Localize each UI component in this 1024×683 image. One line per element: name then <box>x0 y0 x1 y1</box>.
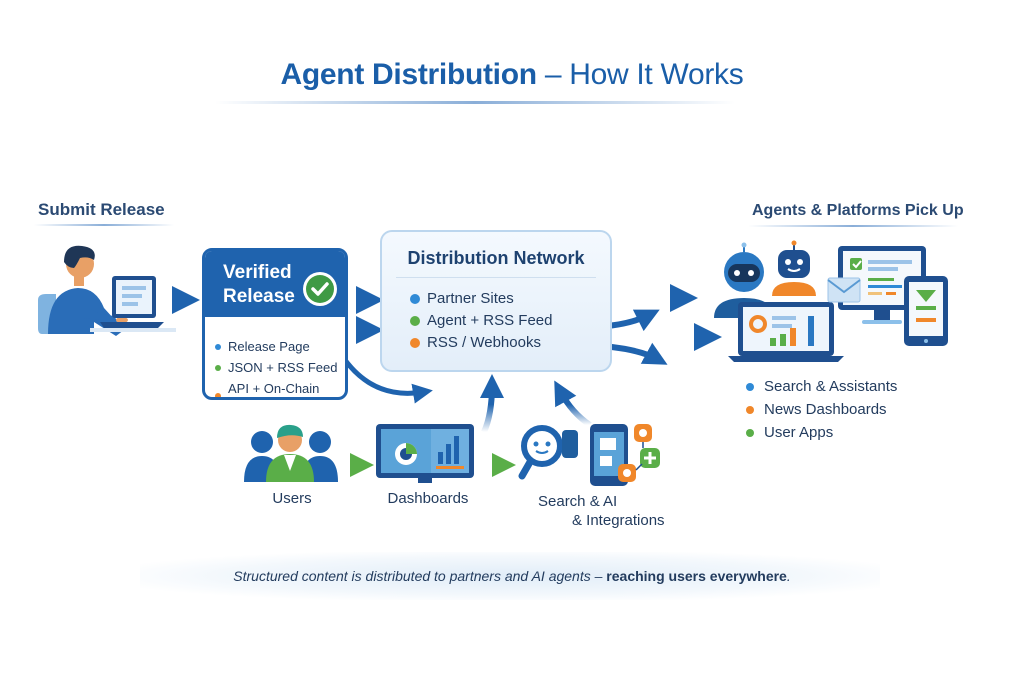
footer-bold: reaching users everywhere <box>606 568 787 584</box>
agents-item: News Dashboards <box>746 401 897 418</box>
users-label: Users <box>272 490 312 507</box>
distribution-item: Agent + RSS Feed <box>410 312 610 329</box>
agents-underline <box>748 225 958 227</box>
verified-item: Release Page <box>215 339 345 354</box>
agents-platforms-illustration <box>714 240 948 362</box>
verified-title-line2: Release <box>223 286 295 307</box>
users-icon <box>244 424 338 482</box>
title-light: – How It Works <box>536 58 744 91</box>
distribution-item: Partner Sites <box>410 290 610 307</box>
agents-item: Search & Assistants <box>746 378 897 395</box>
search-bot-icon <box>518 425 578 480</box>
submit-underline <box>34 224 174 226</box>
item-label: API + On-Chain Proof <box>228 381 320 397</box>
footer-prefix: Structured content is distributed to par… <box>233 568 607 584</box>
blue-bullet-icon <box>746 382 754 391</box>
tablet-icon <box>904 276 948 346</box>
distribution-list: Partner Sites Agent + RSS Feed RSS / Web… <box>382 290 610 351</box>
agents-heading: Agents & Platforms Pick Up <box>752 202 964 219</box>
orange-bullet-icon <box>746 405 754 414</box>
distribution-network-card: Distribution Network Partner Sites Agent… <box>380 230 612 372</box>
distribution-item: RSS / Webhooks <box>410 334 610 351</box>
search-ai-label-line1: Search & AI <box>538 493 618 510</box>
green-bullet-icon <box>410 315 420 326</box>
verified-list: Release Page JSON + RSS Feed API + On-Ch… <box>205 339 345 397</box>
arrow-search-up <box>554 380 592 428</box>
orange-bullet-icon <box>410 337 420 348</box>
submit-heading: Submit Release <box>38 200 165 219</box>
checkmark-badge-icon <box>303 272 337 306</box>
dashboards-label: Dashboards <box>387 490 469 507</box>
green-bullet-icon <box>746 428 754 437</box>
verified-title-line1: Verified <box>223 262 292 283</box>
distribution-title: Distribution Network <box>396 248 596 278</box>
item-label: News Dashboards <box>764 401 887 418</box>
person-at-laptop-icon <box>38 245 176 336</box>
item-label: RSS / Webhooks <box>427 334 541 351</box>
search-ai-label-line2: & Integrations <box>572 512 665 529</box>
item-label: User Apps <box>764 424 834 441</box>
footer-background <box>140 552 880 600</box>
agents-item: User Apps <box>746 424 897 441</box>
envelope-icon <box>827 277 861 303</box>
page-title: Agent Distribution – How It Works <box>0 58 1024 92</box>
agents-list: Search & Assistants News Dashboards User… <box>746 378 897 447</box>
integration-nodes-icon <box>618 424 660 482</box>
item-label: Agent + RSS Feed <box>427 312 553 329</box>
item-label: JSON + RSS Feed <box>228 360 338 375</box>
laptop-dashboard-icon <box>728 302 844 362</box>
robot-orange-icon <box>772 240 816 296</box>
search-ai-integrations-icon <box>518 424 660 486</box>
item-label: Search & Assistants <box>764 378 898 395</box>
title-bold: Agent Distribution <box>280 58 538 91</box>
blue-bullet-icon <box>410 293 420 304</box>
dashboards-icon <box>376 424 474 483</box>
blue-bullet-icon <box>215 343 221 350</box>
verified-item: JSON + RSS Feed <box>215 360 345 375</box>
item-label: Release Page <box>228 339 310 354</box>
title-underline <box>215 101 735 104</box>
footer-caption: Structured content is distributed to par… <box>0 568 1024 584</box>
item-label: Partner Sites <box>427 290 514 307</box>
orange-bullet-icon <box>215 393 221 397</box>
verified-item: API + On-Chain Proof <box>215 381 345 397</box>
arrow-dashboards-up <box>479 374 504 434</box>
footer-suffix: . <box>786 568 791 584</box>
arrow-verified-curve <box>343 358 433 404</box>
green-bullet-icon <box>215 364 221 371</box>
